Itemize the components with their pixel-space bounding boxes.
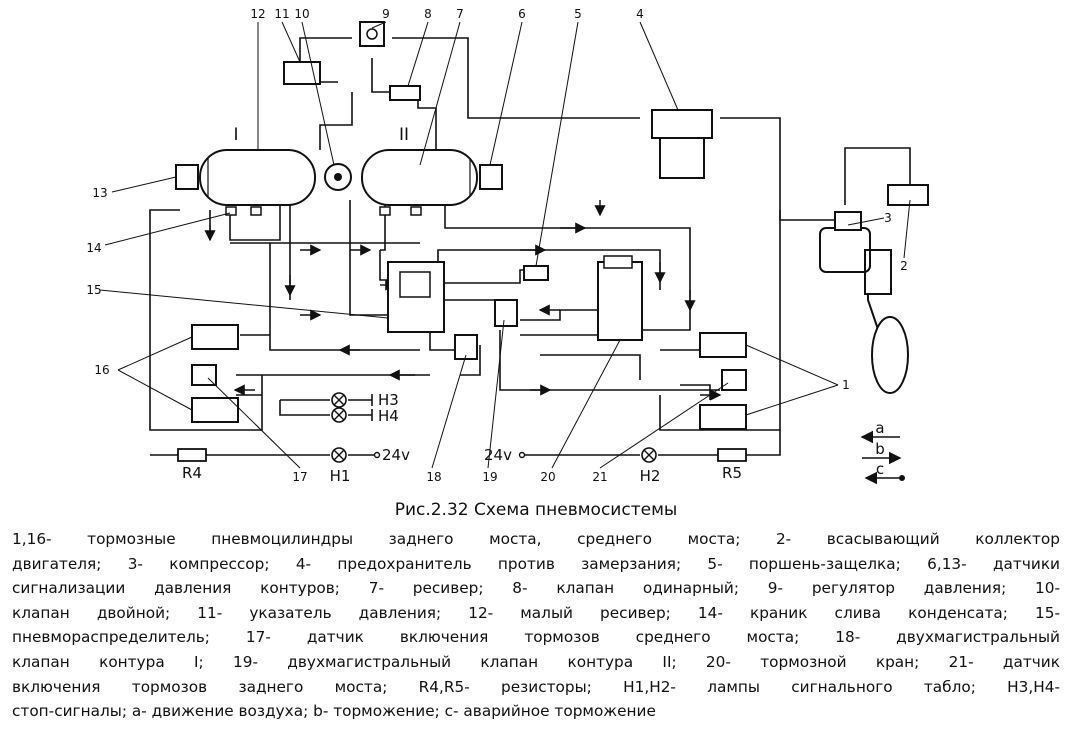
callout-8: 8: [424, 7, 432, 21]
callout-17: 17: [292, 470, 307, 484]
callout-3: 3: [884, 211, 892, 225]
callout-4: 4: [636, 7, 644, 21]
legend-line: клапан контура I; 19- двухмагистральный …: [12, 652, 1060, 671]
legend-line: включения тормозов заднего моста; R4,R5-…: [12, 677, 1060, 696]
lamp-label-h3: H3: [378, 391, 399, 409]
figure-legend: 1,16- тормозные пневмоцилиндры заднего м…: [12, 527, 1060, 724]
callout-18: 18: [426, 470, 441, 484]
legend-line: клапан двойной; 11- указатель давления; …: [12, 603, 1060, 622]
key-label-c: c: [876, 460, 884, 478]
legend-line: 1,16- тормозные пневмоцилиндры заднего м…: [12, 530, 1060, 548]
callout-6: 6: [518, 7, 526, 21]
lamp-label-h4: H4: [378, 407, 399, 425]
legend-line: двигателя; 3- компрессор; 4- предохранит…: [12, 554, 1060, 573]
callout-14: 14: [86, 241, 101, 255]
key-label-b: b: [875, 440, 885, 458]
callout-10: 10: [294, 7, 309, 21]
callout-13: 13: [92, 186, 107, 200]
resistor-label-r4: R4: [182, 464, 202, 482]
legend-line: сигнализации давления контуров; 7- ресив…: [12, 579, 1060, 598]
callout-20: 20: [540, 470, 555, 484]
resistor-label-r5: R5: [722, 464, 742, 482]
legend-line: пневмораспределитель; 17- датчик включен…: [12, 628, 1060, 647]
key-label-a: a: [875, 419, 884, 437]
callout-7: 7: [456, 7, 464, 21]
voltage-label-right: 24v: [484, 446, 512, 464]
lamp-label-h1: H1: [330, 467, 351, 485]
callout-11: 11: [274, 7, 289, 21]
figure-caption: Рис.2.32 Схема пневмосистемы: [394, 500, 678, 520]
callout-15: 15: [86, 283, 101, 297]
callout-2: 2: [900, 259, 908, 273]
callout-12: 12: [250, 7, 265, 21]
callout-16: 16: [94, 363, 109, 377]
receiver-label-i: I: [233, 125, 238, 145]
pneumatic-system-diagram: 12 11 10 9 8 7 6 5 4 3 2 13 14 15 16 17 …: [86, 7, 929, 485]
callout-19: 19: [482, 470, 497, 484]
callout-5: 5: [574, 7, 582, 21]
legend-line: стоп-сигналы; a- движение воздуха; b- то…: [12, 702, 656, 721]
callout-21: 21: [592, 470, 607, 484]
callout-9: 9: [382, 7, 390, 21]
callout-1: 1: [842, 378, 850, 392]
voltage-label-left: 24v: [382, 446, 410, 464]
lamp-label-h2: H2: [640, 467, 661, 485]
receiver-label-ii: II: [399, 125, 409, 145]
